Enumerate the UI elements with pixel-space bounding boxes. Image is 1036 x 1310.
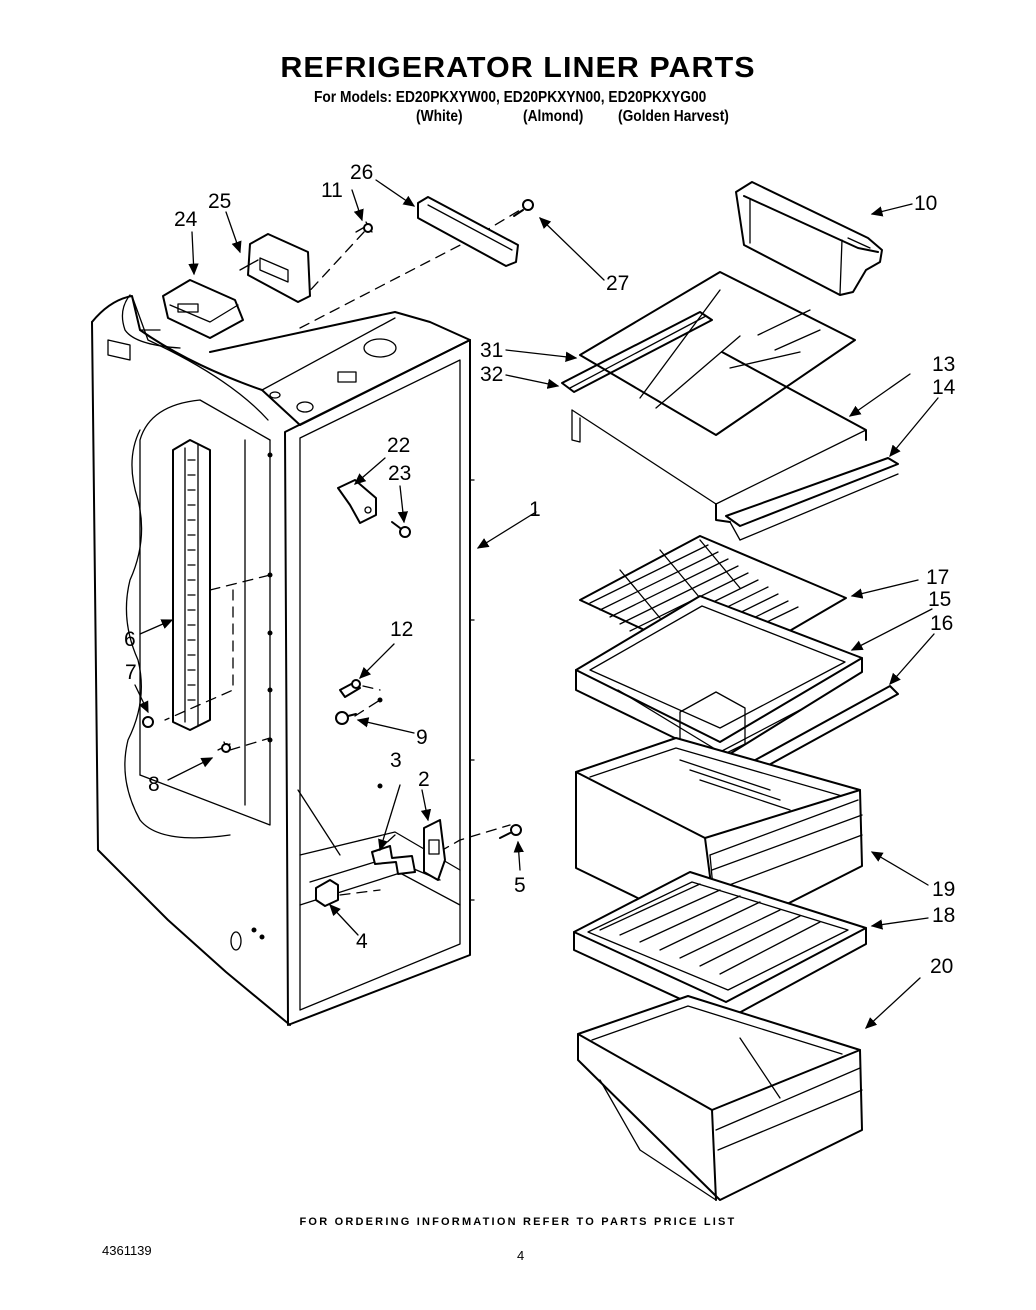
color-golden-harvest: (Golden Harvest): [618, 108, 729, 125]
door-bin: [735, 181, 883, 296]
callout-9: 9: [416, 726, 428, 749]
crisper-pan-lower: [577, 995, 863, 1201]
callout-11: 11: [321, 179, 343, 202]
glass-shelf-assembly: [561, 271, 899, 541]
callout-26: 26: [350, 161, 373, 184]
page-number: 4: [517, 1248, 525, 1263]
callout-16: 16: [930, 612, 953, 635]
shelf-ladder-track: [172, 439, 211, 731]
callout-4: 4: [356, 930, 368, 953]
callout-19: 19: [932, 878, 955, 901]
callout-17: 17: [926, 566, 949, 589]
callout-12: 12: [390, 618, 413, 641]
callout-6: 6: [124, 628, 136, 651]
crisper-cover-assembly: [575, 535, 899, 773]
callout-7: 7: [125, 661, 137, 684]
callout-24: 24: [174, 208, 198, 231]
callout-5: 5: [514, 874, 526, 897]
refrigerator-liner: [91, 294, 475, 1026]
callout-3: 3: [390, 749, 402, 772]
callout-18: 18: [932, 904, 955, 927]
callout-27: 27: [606, 272, 629, 295]
document-number: 4361139: [102, 1243, 152, 1258]
callout-15: 15: [928, 588, 951, 611]
models-line: For Models: ED20PKXYW00, ED20PKXYN00, ED…: [314, 89, 707, 106]
callout-14: 14: [932, 376, 956, 399]
color-almond: (Almond): [523, 108, 584, 125]
callout-1: 1: [529, 498, 541, 521]
ordering-note: FOR ORDERING INFORMATION REFER TO PARTS …: [299, 1216, 737, 1228]
callout-22: 22: [387, 434, 410, 457]
callout-25: 25: [208, 190, 231, 213]
callout-32: 32: [480, 363, 503, 386]
callout-8: 8: [148, 773, 160, 796]
callout-20: 20: [930, 955, 953, 978]
page-title: REFRIGERATOR LINER PARTS: [280, 52, 756, 84]
color-white: (White): [416, 108, 463, 125]
callout-13: 13: [932, 353, 955, 376]
callout-2: 2: [418, 768, 430, 791]
callout-10: 10: [914, 192, 937, 215]
callout-23: 23: [388, 462, 411, 485]
crisper-cover-lower: [573, 871, 867, 1021]
callout-31: 31: [480, 339, 503, 362]
callout-labels: 1 2 3 4 5 6 7 8 9 10 11 12 13 14 15 16 1…: [124, 161, 956, 978]
leader-lines: [134, 179, 939, 1029]
liner-hardware: [142, 196, 534, 907]
